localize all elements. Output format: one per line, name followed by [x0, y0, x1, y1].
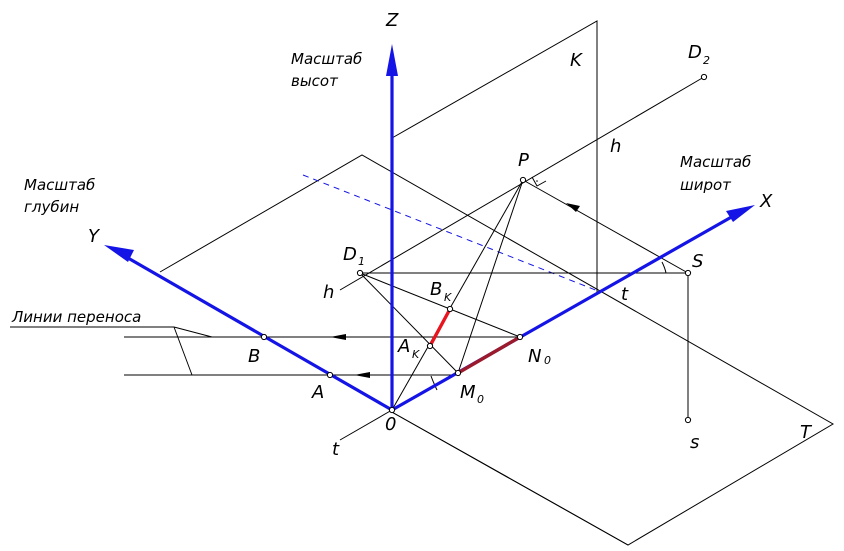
- label-k: K: [570, 50, 583, 71]
- point-a: [326, 371, 334, 379]
- arrow-transfer-n0: [330, 334, 346, 340]
- caption-widths-line2: широт: [680, 176, 732, 194]
- right-angle-mark: [531, 176, 547, 187]
- point-s: [684, 269, 692, 277]
- point-b: [260, 333, 268, 341]
- label-t-right: t: [621, 284, 629, 305]
- segment-m0-n0: [456, 335, 522, 375]
- axis-y: [126, 256, 394, 412]
- label-h-right: h: [610, 136, 621, 157]
- label-o: 0: [385, 414, 396, 435]
- line-d1-m0: [359, 272, 459, 374]
- label-bk: B: [430, 279, 442, 300]
- caption-depths-line1: Масштаб: [24, 176, 95, 194]
- label-m0-sub: 0: [477, 393, 484, 406]
- line-p-s: [522, 179, 689, 274]
- axis-x-arrowhead: [726, 205, 755, 222]
- label-y: Y: [88, 226, 101, 247]
- caption-transfer-lines: Линии переноса: [11, 308, 141, 326]
- label-n0-sub: 0: [544, 354, 551, 367]
- axis-z-arrowhead: [386, 44, 398, 76]
- point-p: [519, 176, 527, 184]
- angle-arc-m0: [430, 375, 438, 391]
- label-d2-sub: 2: [703, 54, 710, 67]
- caption-depths-line2: глубин: [24, 198, 79, 216]
- label-ak-sub: K: [412, 348, 420, 361]
- label-p: P: [518, 150, 529, 171]
- axis-x: [390, 213, 737, 412]
- label-t-left: t: [332, 439, 340, 460]
- point-m0: [454, 369, 462, 377]
- line-t: [339, 409, 393, 441]
- point-d2: [700, 73, 708, 81]
- line-d1-n0: [359, 272, 521, 338]
- label-s-lower: s: [690, 432, 699, 453]
- axis-y-arrowhead: [104, 245, 134, 262]
- label-a: A: [311, 382, 324, 403]
- label-bk-sub: K: [444, 291, 452, 304]
- leader-to-line-2: [173, 326, 193, 376]
- point-o: [388, 406, 396, 414]
- dashed-projection-line: [302, 174, 599, 292]
- leader-to-line-1: [173, 326, 213, 338]
- point-n0: [516, 333, 524, 341]
- line-p-m0: [457, 179, 524, 374]
- point-s-lower: [684, 416, 692, 424]
- label-d1: D: [343, 244, 357, 265]
- label-n0: N: [528, 346, 541, 367]
- arrow-p-s: [566, 203, 580, 212]
- label-m0: M: [460, 382, 476, 403]
- plane-t-front-edge: [389, 410, 629, 546]
- caption-heights-line1: Масштаб: [291, 50, 362, 68]
- label-d2: D: [688, 42, 702, 63]
- label-ak: A: [397, 336, 410, 357]
- point-bk: [446, 305, 454, 313]
- point-d1: [356, 269, 364, 277]
- line-p-o: [391, 179, 524, 411]
- angle-arc-s: [661, 261, 667, 274]
- label-s-upper: S: [692, 251, 703, 272]
- label-d1-sub: 1: [358, 255, 365, 268]
- label-x: X: [759, 191, 773, 212]
- plane-k-outline: [391, 20, 598, 292]
- point-ak: [426, 342, 434, 350]
- label-t-plane: T: [800, 422, 813, 443]
- caption-heights-line2: высот: [291, 72, 339, 90]
- label-b: B: [248, 346, 260, 367]
- label-z: Z: [385, 10, 399, 31]
- caption-widths-line1: Масштаб: [680, 153, 751, 171]
- arrow-transfer-m0: [354, 372, 370, 378]
- label-h-left: h: [323, 282, 334, 303]
- segment-ak-bk: [428, 307, 452, 348]
